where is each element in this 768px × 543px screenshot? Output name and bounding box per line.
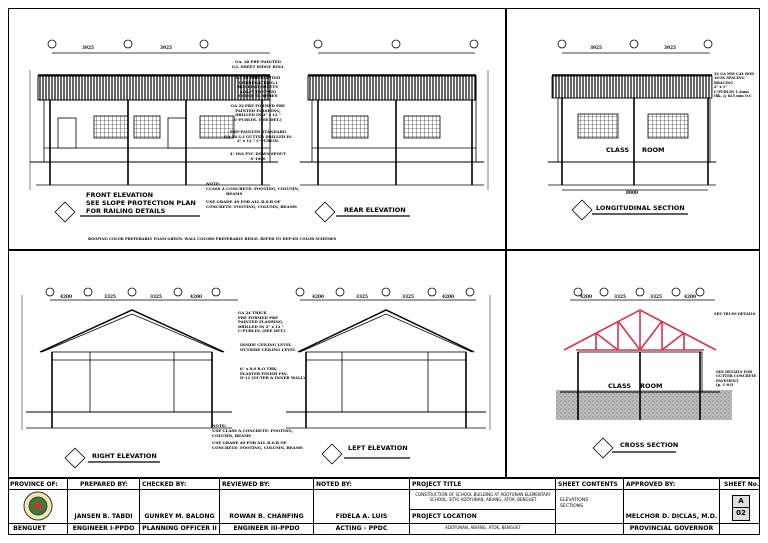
dimension-label: 3325	[402, 295, 414, 300]
project-cell: PROJECT TITLE CONSTRUCTION OF SCHOOL BUI…	[410, 478, 556, 535]
room-label: ROOM	[640, 382, 663, 390]
prepared-cell: PREPARED BY: JANSEN B. TABDI ENGINEER I-…	[68, 478, 140, 535]
project-location-label: PROJECT LOCATION	[412, 513, 477, 520]
divider	[505, 8, 507, 478]
project-title: CONSTRUCTION OF SCHOOL BUILDING AT ADOYU…	[415, 492, 551, 502]
province-seal	[23, 491, 53, 521]
sheet-contents-cell: SHEET CONTENTS ELEVATIONS SECTIONS	[556, 478, 624, 535]
room-label: CLASS	[606, 146, 630, 154]
dimension-label: 4200	[580, 295, 592, 300]
rear-elevation	[300, 39, 489, 190]
front-elevation	[29, 39, 278, 190]
longitudinal-section-drawing	[548, 39, 716, 191]
reviewed-cell: REVIEWED BY: ROWAN B. CHANFING ENGINEER …	[220, 478, 314, 535]
approved-label: APPROVED BY:	[626, 481, 676, 488]
drawing-sheet	[8, 8, 760, 535]
sheet-contents: ELEVATIONS SECTIONS	[560, 498, 589, 509]
dimension-label: 4200	[442, 295, 454, 300]
sheet-no-cell: SHEET No. A 02	[720, 478, 760, 535]
sheet-letter: A	[733, 496, 749, 508]
project-title-label: PROJECT TITLE	[412, 481, 462, 488]
general-notes: NOTE: USE CLASS A CONCRETE: FOOTING, COL…	[212, 423, 303, 451]
color-note: ROOFING COLOR PREFERABLY FOAM GREEN. WAL…	[88, 237, 337, 241]
reviewed-name: ROWAN B. CHANFING	[229, 513, 304, 520]
sheet-contents-label: SHEET CONTENTS	[558, 481, 618, 488]
cross-section-title: CROSS SECTION	[620, 441, 679, 449]
dimension-label: 3925	[590, 46, 602, 51]
sheet-no-label: SHEET No.	[724, 481, 760, 488]
noted-cell: NOTED BY: FIDELA A. LUIS ACTING - PPDC	[314, 478, 410, 535]
dimension-label: 4200	[312, 295, 324, 300]
left-elevation-title: LEFT ELEVATION	[348, 444, 408, 452]
checked-title: PLANNING OFFICER II	[142, 525, 217, 532]
dimension-label: 4200	[190, 295, 202, 300]
province-name: BENGUET	[13, 525, 46, 532]
dimension-label: 3925	[160, 46, 172, 51]
checked-name: GUNREY M. BALONG	[144, 513, 215, 520]
dimension-label: 3325	[150, 295, 162, 300]
room-label: CLASS	[608, 382, 632, 390]
title-block: PROVINCE OF: BENGUET PREPARED BY: JANSEN…	[8, 478, 760, 535]
prepared-title: ENGINEER I-PPDO	[72, 525, 135, 532]
front-elevation-title: FRONT ELEVATION SEE SLOPE PROTECTION PLA…	[86, 191, 196, 215]
prepared-label: PREPARED BY:	[80, 481, 128, 488]
noted-label: NOTED BY:	[316, 481, 352, 488]
dimension-label: 3325	[650, 295, 662, 300]
checked-label: CHECKED BY:	[142, 481, 187, 488]
sheet-number: 02	[736, 509, 746, 517]
dimension-label: 3325	[614, 295, 626, 300]
divider	[8, 249, 760, 251]
sheet-number-box: A 02	[732, 495, 750, 521]
longitudinal-section-title: LONGITUDINAL SECTION	[596, 204, 685, 212]
divider	[8, 477, 760, 479]
approved-name: MELCHOR D. DICLAS, M.D.	[625, 513, 718, 520]
approved-title: PROVINCIAL GOVERNOR	[629, 525, 714, 532]
right-elevation-title: RIGHT ELEVATION	[92, 452, 157, 460]
dimension-label: 4200	[684, 295, 696, 300]
dimension-label: 4200	[60, 295, 72, 300]
right-elevation-drawing	[21, 287, 238, 430]
dimension-label: 8000	[626, 191, 638, 196]
province-label: PROVINCE OF:	[10, 481, 58, 488]
dimension-label: 3325	[356, 295, 368, 300]
wall-callout: 6" x 8.0 R.O THK.PLASTER FINISH FIN.D-11…	[240, 366, 307, 381]
reviewed-label: REVIEWED BY:	[222, 481, 270, 488]
section-marker	[54, 199, 614, 469]
dimension-label: 3925	[664, 46, 676, 51]
checked-cell: CHECKED BY: GUNREY M. BALONG PLANNING OF…	[140, 478, 220, 535]
project-location: ADOYUNAN, ABIANG, ATOK, BENGUET	[445, 525, 521, 530]
approved-cell: APPROVED BY: MELCHOR D. DICLAS, M.D. PRO…	[624, 478, 720, 535]
province-cell: PROVINCE OF: BENGUET	[8, 478, 68, 535]
noted-name: FIDELA A. LUIS	[335, 513, 388, 520]
rear-elevation-title: REAR ELEVATION	[344, 206, 406, 214]
left-elevation-drawing	[286, 287, 491, 430]
dimension-label: 3925	[82, 46, 94, 51]
truss-callout: SEE TRUSS DETAILS	[714, 312, 756, 316]
dimension-label: 3325	[104, 295, 116, 300]
noted-title: ACTING - PPDC	[335, 525, 388, 532]
prepared-name: JANSEN B. TABDI	[74, 513, 133, 520]
room-label: ROOM	[642, 146, 665, 154]
reviewed-title: ENGINEER III-PPDO	[233, 525, 300, 532]
cross-section-drawing	[556, 287, 732, 420]
general-notes: NOTE: CLASS A CONCRETE: FOOTING, COLUMN,…	[206, 181, 300, 210]
